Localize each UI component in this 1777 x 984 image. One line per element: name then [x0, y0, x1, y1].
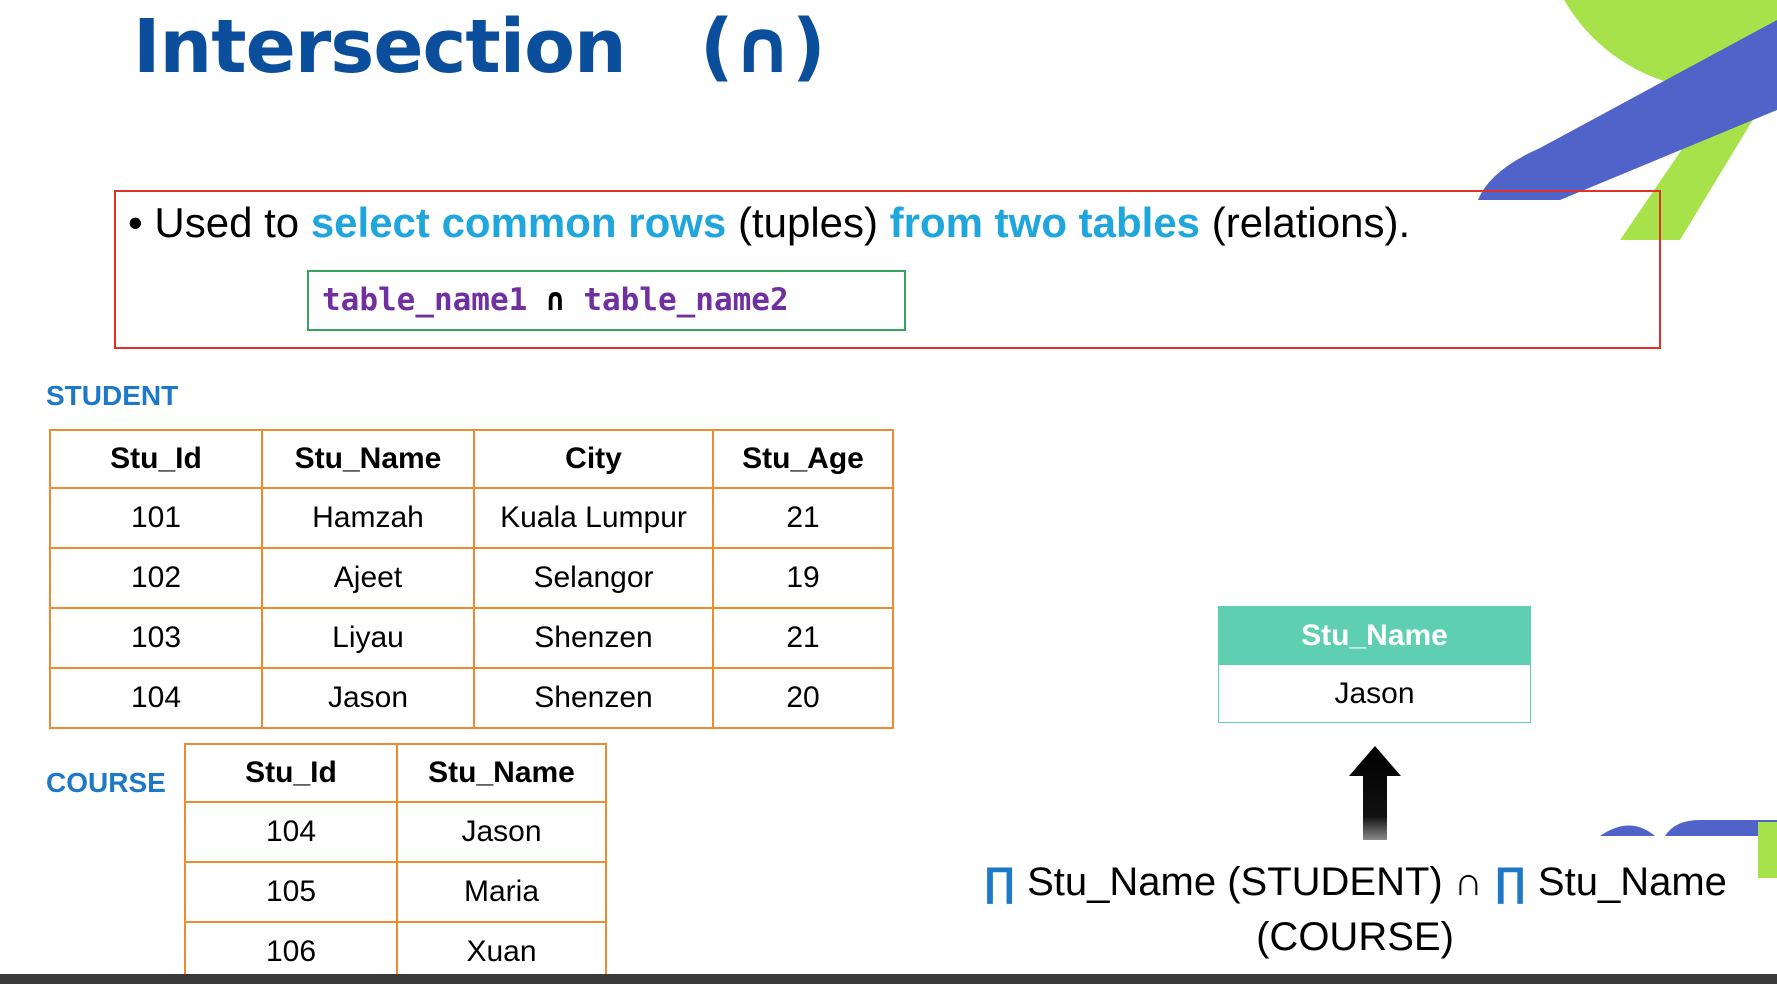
table-row: 104 Jason Shenzen 20 — [49, 667, 894, 729]
table-cell: Hamzah — [261, 487, 475, 549]
expression-text: Stu_Name (COURSE) — [1256, 860, 1727, 959]
bottom-bar — [0, 974, 1777, 984]
course-table: Stu_Id Stu_Name 104 Jason 105 Maria 106 … — [184, 743, 607, 983]
table-cell: Jason — [1218, 664, 1531, 723]
table-cell: Maria — [396, 861, 607, 923]
table-cell: Liyau — [261, 607, 475, 669]
result-table: Stu_Name Jason — [1218, 606, 1531, 723]
column-header: Stu_Name — [1218, 606, 1531, 665]
definition-box — [114, 190, 1661, 349]
table-cell: 104 — [184, 801, 398, 863]
syntax-intersection-operator: ∩ — [527, 282, 584, 318]
column-header: Stu_Name — [396, 743, 607, 803]
table-row: 101 Hamzah Kuala Lumpur 21 — [49, 487, 894, 549]
table-row: 106 Xuan — [184, 921, 607, 983]
table-cell: 105 — [184, 861, 398, 923]
column-header: Stu_Id — [49, 429, 263, 489]
table-cell: 21 — [712, 487, 894, 549]
table-cell: 20 — [712, 667, 894, 729]
table-row: 103 Liyau Shenzen 21 — [49, 607, 894, 669]
table-cell: Selangor — [473, 547, 714, 609]
syntax-table-name2: table_name2 — [583, 282, 789, 318]
green-bar-shape — [1758, 822, 1777, 878]
expression-text: Stu_Name (STUDENT) — [1016, 860, 1454, 904]
projection-symbol: ∏ — [983, 860, 1017, 904]
blue-bar-shape — [1665, 820, 1777, 836]
syntax-box: table_name1 ∩ table_name2 — [307, 270, 906, 331]
table-cell: 102 — [49, 547, 263, 609]
table-header-row: Stu_Name — [1218, 606, 1531, 665]
bullet-text-part: (tuples) — [726, 199, 890, 246]
column-header: Stu_Id — [184, 743, 398, 803]
table-row: 102 Ajeet Selangor 19 — [49, 547, 894, 609]
bullet-highlight-common-rows: select common rows — [310, 199, 727, 246]
table-cell: 106 — [184, 921, 398, 983]
column-header: City — [473, 429, 714, 489]
course-table-label: COURSE — [46, 767, 166, 798]
definition-bullet: • Used to select common rows (tuples) fr… — [128, 193, 1410, 253]
slide-title: Intersection (∩) — [133, 4, 826, 90]
student-table: Stu_Id Stu_Name City Stu_Age 101 Hamzah … — [49, 429, 894, 729]
table-cell: Shenzen — [473, 607, 714, 669]
table-cell: Ajeet — [261, 547, 475, 609]
table-cell: Kuala Lumpur — [473, 487, 714, 549]
blue-stripe-shape — [1478, 20, 1777, 200]
table-cell: 21 — [712, 607, 894, 669]
projection-symbol: ∏ — [1482, 860, 1527, 904]
bullet-highlight-two-tables: from two tables — [889, 199, 1201, 246]
relational-algebra-expression: ∏ Stu_Name (STUDENT) ∩ ∏ Stu_Name (COURS… — [980, 855, 1730, 965]
student-table-label: STUDENT — [46, 380, 179, 411]
table-cell: 101 — [49, 487, 263, 549]
bullet-text-part: (relations). — [1200, 199, 1411, 246]
table-row: Jason — [1218, 664, 1531, 723]
bullet-text-part: Used to — [154, 199, 311, 246]
bullet-marker: • — [128, 199, 143, 246]
table-cell: 103 — [49, 607, 263, 669]
table-cell: Shenzen — [473, 667, 714, 729]
table-cell: Jason — [261, 667, 475, 729]
table-cell: Jason — [396, 801, 607, 863]
up-arrow-icon — [1349, 746, 1401, 840]
table-header-row: Stu_Id Stu_Name — [184, 743, 607, 803]
intersection-symbol: ∩ — [1453, 860, 1483, 904]
column-header: Stu_Age — [712, 429, 894, 489]
table-row: 104 Jason — [184, 801, 607, 863]
table-cell: 19 — [712, 547, 894, 609]
table-cell: Xuan — [396, 921, 607, 983]
table-cell: 104 — [49, 667, 263, 729]
table-header-row: Stu_Id Stu_Name City Stu_Age — [49, 429, 894, 489]
syntax-table-name1: table_name1 — [322, 282, 528, 318]
table-row: 105 Maria — [184, 861, 607, 923]
blue-dot-shape — [1600, 825, 1655, 836]
column-header: Stu_Name — [261, 429, 475, 489]
